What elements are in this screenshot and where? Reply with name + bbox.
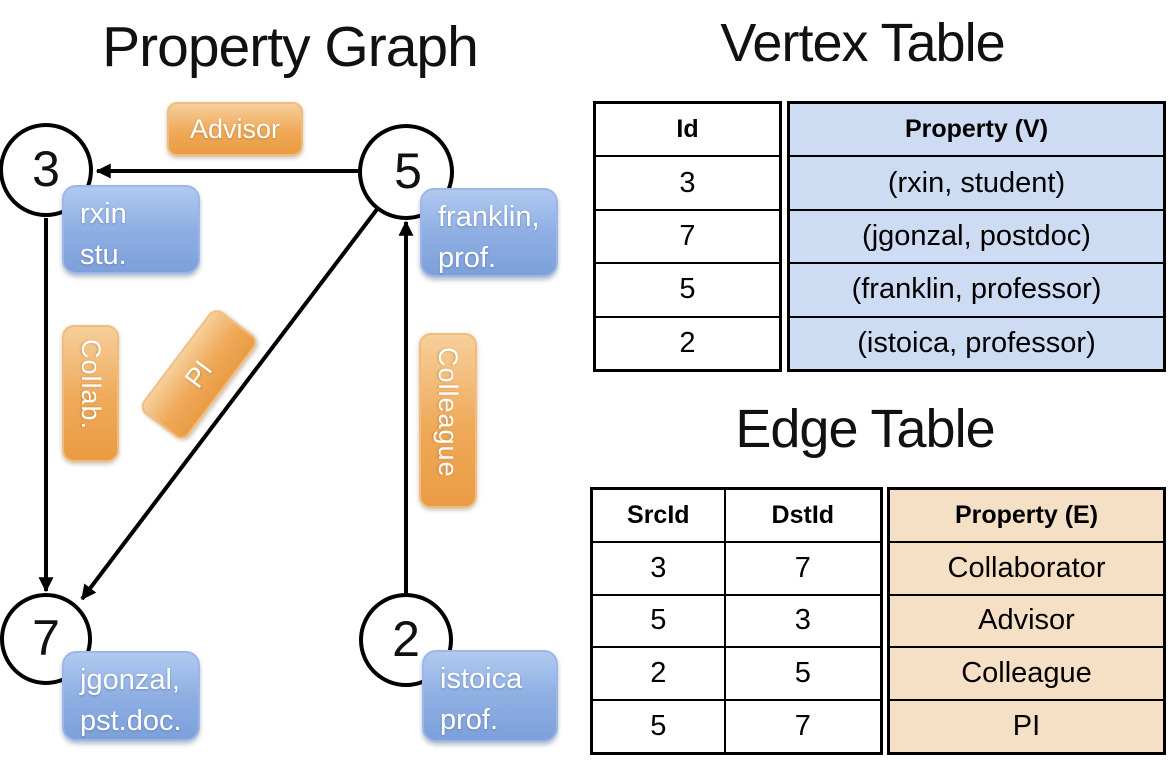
table-row: 2 5: [593, 646, 880, 700]
vertex-table-title: Vertex Table: [720, 13, 1005, 73]
table-row: (franklin, professor): [790, 262, 1163, 315]
table-row: Advisor: [890, 593, 1163, 647]
edge-srcid-cell: 2: [650, 657, 667, 690]
graph-title: Property Graph: [102, 15, 479, 79]
table-row: Colleague: [890, 646, 1163, 699]
vertex-property-header: Property (V): [904, 115, 1049, 144]
edge-dstid-header: DstId: [723, 490, 880, 541]
vertex-property-line: prof.: [438, 242, 497, 274]
vertex-property-line: prof.: [440, 704, 499, 736]
vertex-table-id-column: Id 3 7 5 2: [593, 101, 782, 372]
vertex-id-cell: 2: [679, 326, 696, 359]
edge-line-pi-5-to-7: [80, 206, 380, 601]
vertex-property-cell: (rxin, student): [887, 166, 1066, 199]
edge-label-collab: Collab.: [62, 325, 119, 462]
table-row: 5 3: [593, 593, 880, 647]
vertex-id-cell: 5: [679, 273, 696, 306]
table-row: Collaborator: [890, 540, 1163, 594]
vertex-id-cell: 3: [679, 166, 696, 199]
vertex-property-box-5: franklin, prof.: [420, 188, 558, 277]
table-row: 7: [596, 208, 779, 262]
table-header-row: Property (E): [890, 490, 1163, 541]
node-id-7: 7: [32, 610, 60, 666]
edge-table-property-column: Property (E) Collaborator Advisor Collea…: [887, 487, 1166, 755]
vertex-property-line: istoica: [440, 663, 523, 695]
vertex-property-box-2: istoica prof.: [422, 650, 558, 742]
vertex-table-property-column: Property (V) (rxin, student) (jgonzal, p…: [787, 101, 1166, 372]
edge-srcid-header: SrcId: [627, 500, 690, 529]
edge-property-cell: Advisor: [978, 604, 1075, 637]
edge-label-colleague: Colleague: [419, 333, 477, 508]
table-row: PI: [890, 699, 1163, 752]
edge-property-cell: PI: [1012, 710, 1041, 743]
edge-property-cell: Colleague: [961, 657, 1092, 690]
vertex-property-box-3: rxin stu.: [62, 185, 200, 274]
vertex-property-cell: (jgonzal, postdoc): [862, 220, 1091, 253]
table-row: 3: [596, 155, 779, 208]
node-id-5: 5: [394, 143, 422, 199]
vertex-property-box-7: jgonzal, pst.doc.: [62, 651, 200, 741]
vertex-property-line: stu.: [80, 239, 127, 271]
table-row: (istoica, professor): [790, 315, 1163, 369]
node-id-2: 2: [392, 611, 420, 667]
node-id-3: 3: [32, 141, 60, 197]
edge-srcid-cell: 3: [650, 551, 667, 584]
vertex-property-line: franklin,: [438, 201, 540, 233]
edge-srcid-cell: 5: [650, 710, 667, 743]
vertex-property-cell: (istoica, professor): [857, 326, 1096, 359]
edge-dstid-cell: 3: [723, 595, 880, 647]
edge-property-header: Property (E): [954, 500, 1099, 529]
edge-table-id-columns: SrcId DstId 3 7 5 3 2 5 5 7: [590, 487, 883, 755]
table-row: (rxin, student): [790, 155, 1163, 208]
edge-property-cell: Collaborator: [947, 551, 1106, 584]
table-row: 3 7: [593, 540, 880, 594]
table-header-row: SrcId DstId: [593, 490, 880, 541]
table-row: (jgonzal, postdoc): [790, 208, 1163, 262]
table-row: 2: [596, 315, 779, 369]
table-header-row: Property (V): [790, 104, 1163, 155]
edge-srcid-cell: 5: [650, 604, 667, 637]
table-row: 5: [596, 262, 779, 315]
vertex-property-line: jgonzal,: [80, 664, 180, 696]
vertex-id-header: Id: [676, 115, 699, 144]
edge-dstid-cell: 7: [723, 542, 880, 594]
edge-table-title: Edge Table: [735, 399, 995, 459]
table-row: 5 7: [593, 699, 880, 752]
vertex-property-line: rxin: [80, 198, 127, 230]
table-header-row: Id: [596, 104, 779, 155]
vertex-id-cell: 7: [679, 220, 696, 253]
vertex-property-line: pst.doc.: [80, 705, 182, 737]
vertex-property-cell: (franklin, professor): [851, 273, 1102, 306]
edge-dstid-cell: 5: [723, 648, 880, 700]
edge-dstid-cell: 7: [723, 701, 880, 752]
edge-label-advisor: Advisor: [167, 102, 303, 156]
